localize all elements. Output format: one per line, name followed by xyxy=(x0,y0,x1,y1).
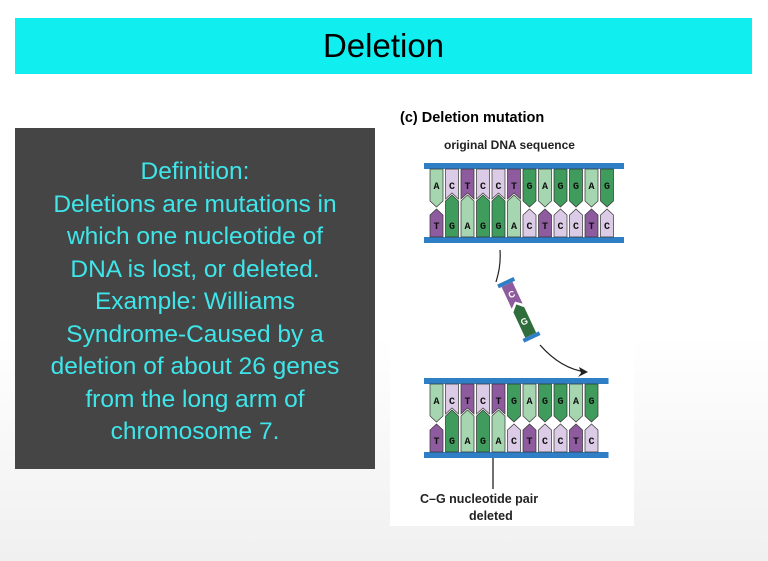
nucleotide-C xyxy=(569,208,583,238)
original-top-backbone xyxy=(424,163,624,169)
base-letter: G xyxy=(519,316,530,328)
definition-line: Example: Williams xyxy=(94,288,296,316)
slide-title: Deletion xyxy=(15,18,752,74)
nucleotide-C xyxy=(491,168,506,200)
definition-line: chromosome 7. xyxy=(110,418,280,446)
nucleotide-A xyxy=(460,409,475,453)
original-bottom-backbone xyxy=(424,237,624,243)
nucleotide-T xyxy=(429,208,444,238)
definition-line: Syndrome-Caused by a xyxy=(66,320,324,348)
figure-subheading: original DNA sequence xyxy=(444,138,575,152)
nucleotide-C xyxy=(476,168,490,200)
nucleotide-C xyxy=(445,168,459,200)
nucleotide-G xyxy=(476,409,490,453)
arrow-line xyxy=(539,344,587,373)
nucleotide-G xyxy=(569,168,583,208)
original-bottom-sequence: TGAGGACTCCTC xyxy=(434,222,620,233)
nucleotide-G xyxy=(507,383,521,423)
definition-line: from the long arm of xyxy=(85,385,305,413)
nucleotide-C xyxy=(507,423,521,453)
mutated-bottom-backbone xyxy=(424,452,609,458)
nucleotide-G xyxy=(600,168,614,208)
nucleotide-C xyxy=(600,208,614,238)
definition-line: deletion of about 26 genes xyxy=(50,353,340,381)
nucleotide-A xyxy=(429,168,444,208)
nucleotide-A xyxy=(569,383,583,423)
nucleotide-T xyxy=(538,208,552,238)
nucleotide-A xyxy=(584,168,599,208)
nucleotide-A xyxy=(491,409,506,453)
nucleotide-C xyxy=(553,208,568,238)
definition-line: Deletions are mutations in xyxy=(53,190,337,218)
connector-line xyxy=(495,249,501,283)
nucleotide-G xyxy=(476,194,490,238)
definition-line: Definition: xyxy=(140,158,250,186)
nucleotide-G xyxy=(584,383,599,423)
nucleotide-G xyxy=(553,168,568,208)
nucleotide-T xyxy=(569,423,583,453)
caption-line: C–G nucleotide pair xyxy=(420,492,538,506)
nucleotide-T xyxy=(584,208,599,238)
mutated-bottom-sequence: TGAGACTCCTC xyxy=(434,437,605,448)
original-top-sequence: ACTCCTGAGGAG xyxy=(434,182,620,193)
caption-line: deleted xyxy=(469,509,513,523)
nucleotide-G xyxy=(538,383,552,423)
nucleotide-G xyxy=(445,409,459,453)
nucleotide-C xyxy=(538,423,552,453)
nucleotide-A xyxy=(538,168,552,208)
nucleotide-T xyxy=(429,423,444,453)
definition-line: which one nucleotide of xyxy=(66,223,324,251)
nucleotide-T xyxy=(491,383,506,415)
mutated-top-sequence: ACTCTGAGGAG xyxy=(434,397,605,408)
definition-box: Definition: Deletions are mutations in w… xyxy=(15,128,375,469)
nucleotide-T xyxy=(460,168,475,200)
nucleotide-T xyxy=(460,383,475,415)
figure-heading: (c) Deletion mutation xyxy=(400,110,544,126)
nucleotide-A xyxy=(522,383,537,423)
nucleotide-A xyxy=(429,383,444,423)
nucleotide-A xyxy=(507,194,521,238)
nucleotide-C xyxy=(522,208,537,238)
nucleotide-C xyxy=(476,383,490,415)
nucleotide-G xyxy=(445,194,459,238)
nucleotide-G xyxy=(522,168,537,208)
mutated-top-backbone xyxy=(424,378,609,384)
definition-line: DNA is lost, or deleted. xyxy=(70,255,320,283)
nucleotide-T xyxy=(507,168,521,200)
nucleotide-G xyxy=(491,194,506,238)
nucleotide-G xyxy=(553,383,568,423)
arrow-head xyxy=(578,367,588,377)
removed-nucleotide-pair: CG xyxy=(497,277,541,343)
dna-diagram: (c) Deletion mutation original DNA seque… xyxy=(400,110,624,523)
nucleotide-A xyxy=(460,194,475,238)
deletion-mutation-figure: (c) Deletion mutation original DNA seque… xyxy=(390,100,634,526)
nucleotide-C xyxy=(584,423,599,453)
nucleotide-T xyxy=(522,423,537,453)
base-letter: C xyxy=(507,288,518,300)
nucleotide-C xyxy=(553,423,568,453)
nucleotide-C xyxy=(445,383,459,415)
